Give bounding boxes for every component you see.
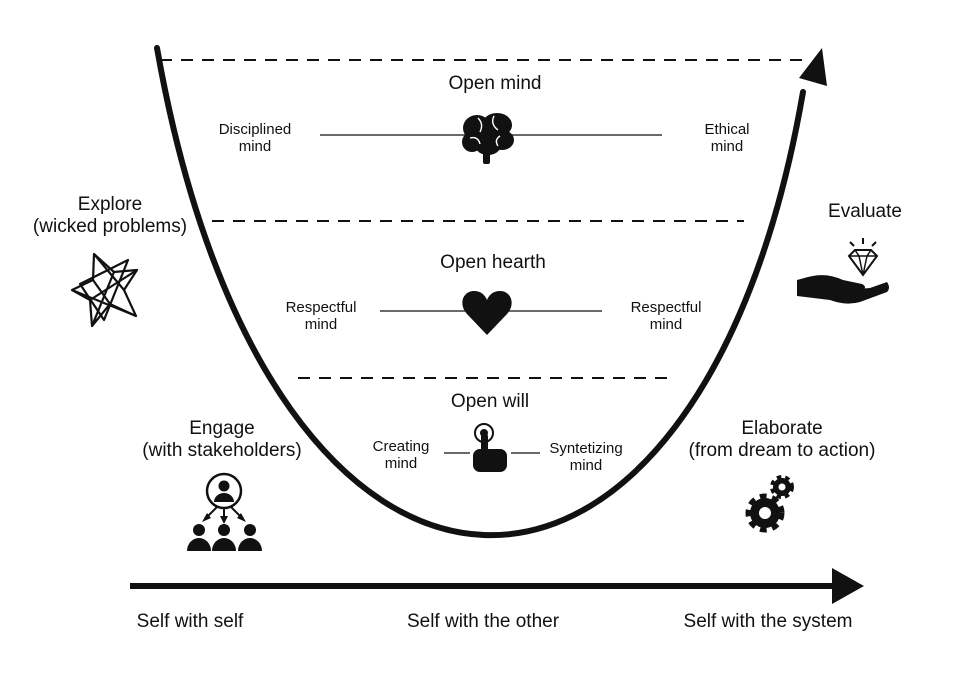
respectful-mind-left-label: Respectful mind [285, 299, 357, 334]
axis-label-self-with-the-other: Self with the other [406, 611, 560, 632]
engage-label: Engage (with stakeholders) [142, 418, 302, 461]
axis-label-self-with-the-system: Self with the system [683, 611, 853, 632]
axis-arrowhead [832, 568, 864, 604]
open-mind-title: Open mind [448, 73, 542, 94]
axis-label-self-with-self: Self with self [136, 611, 244, 632]
syntetizing-mind-label: Syntetizing mind [549, 440, 623, 475]
creating-mind-label: Creating mind [372, 438, 430, 473]
u-curve-arrowhead [799, 48, 827, 86]
evaluate-label: Evaluate [828, 201, 902, 222]
ethical-mind-label: Ethical mind [704, 121, 750, 156]
elaborate-label: Elaborate (from dream to action) [688, 418, 876, 461]
disciplined-mind-label: Disciplined mind [218, 121, 292, 156]
open-hearth-title: Open hearth [440, 252, 546, 273]
explore-label: Explore (wicked problems) [32, 194, 188, 237]
gears-icon [745, 475, 794, 533]
tangle-icon [70, 252, 139, 328]
diamond-hand-icon [797, 238, 889, 304]
u-curve [154, 45, 806, 538]
brain-icon [462, 113, 514, 164]
open-will-title: Open will [450, 391, 530, 412]
heart-icon [462, 291, 512, 335]
hand-pointer-icon [473, 423, 507, 472]
stakeholders-icon [187, 472, 262, 551]
respectful-mind-right-label: Respectful mind [630, 299, 702, 334]
